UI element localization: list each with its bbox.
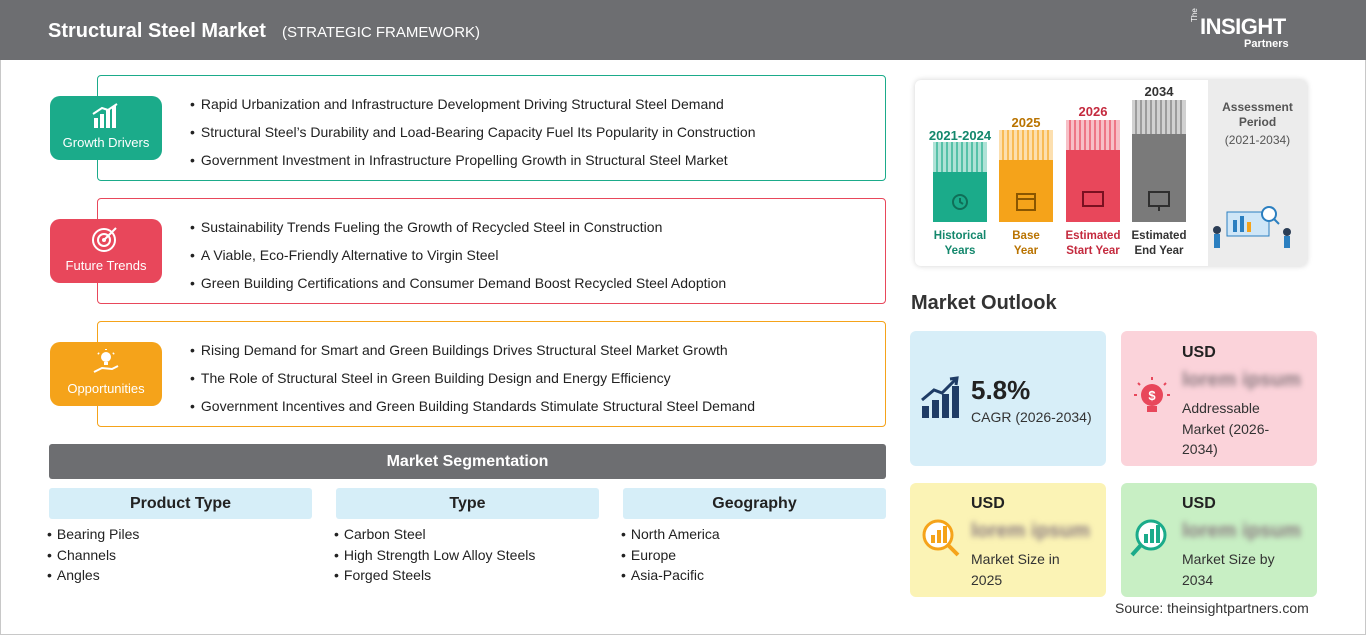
addressable-currency: USD [1182,344,1216,361]
brand-logo: The INSIGHT Partners [1190,8,1289,50]
header-bar: Structural Steel Market (STRATEGIC FRAME… [0,0,1366,60]
list-item: High Strength Low Alloy Steels [334,545,535,566]
timeline-year-start: 2026 [1078,104,1108,119]
segment-list-geography: North America Europe Asia-Pacific [621,524,720,586]
magnifier-chart-icon [922,519,960,557]
list-item: The Role of Structural Steel in Green Bu… [190,364,755,392]
cagr-value: 5.8% [971,375,1031,405]
svg-text:$: $ [1148,388,1156,403]
timeline-year-historical: 2021-2024 [928,128,992,143]
list-item: Carbon Steel [334,524,535,545]
list-item: Government Investment in Infrastructure … [190,146,755,174]
cagr-label: CAGR (2026-2034) [971,409,1092,425]
calendar-icon [1016,193,1036,211]
timeline-year-base: 2025 [1011,115,1041,130]
list-item: North America [621,524,720,545]
cagr-card: 5.8% CAGR (2026-2034) [910,331,1106,466]
list-item: Angles [47,565,139,586]
market-size-2034-card: USD lorem ipsum Market Size by 2034 [1121,483,1317,597]
segment-head-type: Type [336,488,599,519]
opportunities-badge: Opportunities [50,342,162,406]
addressable-market-card: $ USD lorem ipsum Addressable Market (20… [1121,331,1317,466]
segment-list-product-type: Bearing Piles Channels Angles [47,524,140,586]
growth-drivers-list: Rapid Urbanization and Infrastructure De… [190,90,756,174]
timeline-graphic [933,100,1291,248]
opportunities-label: Opportunities [67,381,145,396]
timeline-year-end: 2034 [1144,84,1174,99]
addressable-label: Addressable Market (2026-2034) [1182,400,1270,457]
growth-chart-icon [921,376,959,418]
list-item: Rising Demand for Smart and Green Buildi… [190,336,755,364]
page-title: Structural Steel Market [48,20,266,42]
growth-drivers-badge: Growth Drivers [50,96,162,160]
page-subtitle: (STRATEGIC FRAMEWORK) [282,24,481,41]
list-item: Structural Steel’s Durability and Load-B… [190,118,756,146]
list-item: Bearing Piles [47,524,140,545]
timeline-bar-base [999,130,1053,222]
analytics-illustration-icon [1213,206,1291,248]
bar-chart-icon [92,103,118,128]
presentation-icon [1082,191,1104,207]
lightbulb-hand-icon [93,349,119,373]
future-trends-list: Sustainability Trends Fueling the Growth… [190,213,726,297]
list-item: Forged Steels [334,565,535,586]
assessment-period-label: Assessment Period (2021-2034) [1222,100,1293,147]
list-item: Channels [47,545,139,566]
list-item: Rapid Urbanization and Infrastructure De… [190,90,755,118]
money-bulb-icon: $ [1134,377,1170,412]
list-item: Green Building Certifications and Consum… [190,269,726,297]
segment-list-type: Carbon Steel High Strength Low Alloy Ste… [334,524,535,586]
growth-drivers-label: Growth Drivers [62,135,150,150]
history-icon [952,194,968,210]
list-item: Sustainability Trends Fueling the Growth… [190,213,726,241]
size2034-value: lorem ipsum [1182,520,1301,542]
size2034-currency: USD [1182,495,1216,512]
target-icon [92,227,117,252]
timeline-bar-end [1132,100,1186,222]
market-outlook-title: Market Outlook [911,292,1057,314]
market-size-2025-card: USD lorem ipsum Market Size in 2025 [910,483,1106,597]
timeline-bar-start [1066,120,1120,222]
future-trends-badge: Future Trends [50,219,162,283]
source-citation: Source: theinsightpartners.com [1115,600,1309,616]
list-item: Government Incentives and Green Building… [190,392,755,420]
magnifier-growth-icon [1130,519,1167,557]
timeline-bar-historical [933,142,987,222]
size2034-label: Market Size by 2034 [1182,551,1275,588]
segmentation-title: Market Segmentation [49,444,886,479]
list-item: Asia-Pacific [621,565,720,586]
addressable-value: lorem ipsum [1182,369,1301,391]
opportunities-list: Rising Demand for Smart and Green Buildi… [190,336,755,420]
list-item: A Viable, Eco-Friendly Alternative to Vi… [190,241,726,269]
segment-head-product-type: Product Type [49,488,312,519]
size2025-currency: USD [971,495,1005,512]
size2025-value: lorem ipsum [971,520,1090,542]
size2025-label: Market Size in 2025 [971,551,1060,588]
future-trends-label: Future Trends [65,258,147,273]
list-item: Europe [621,545,720,566]
segment-head-geography: Geography [623,488,886,519]
